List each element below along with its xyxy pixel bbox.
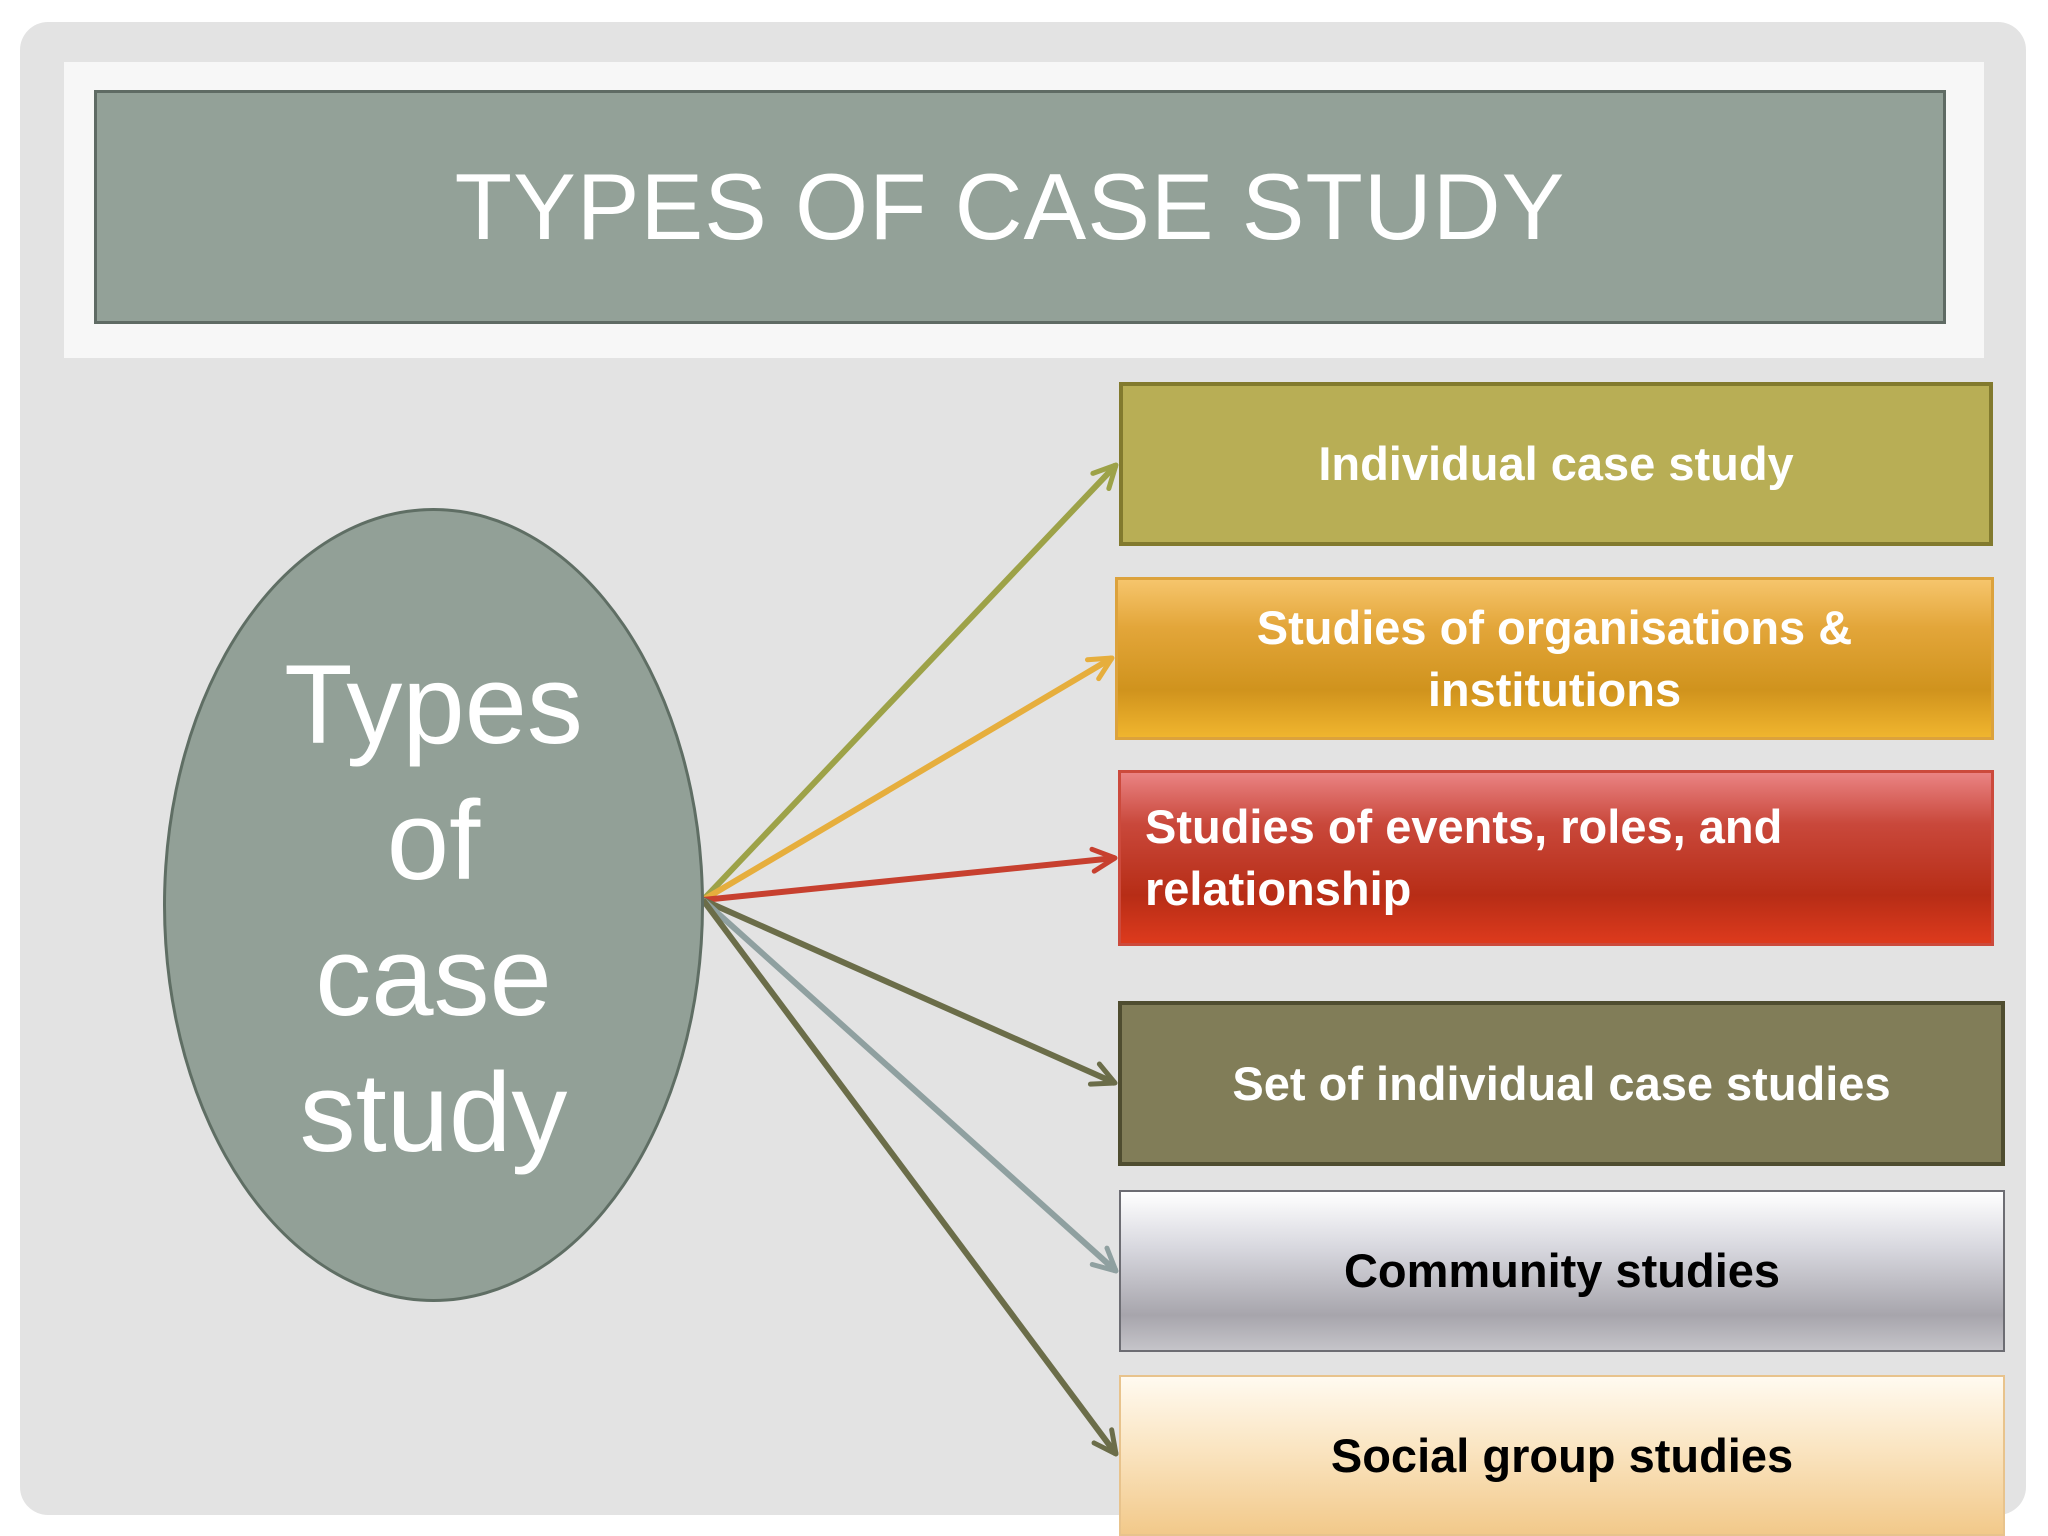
connector-arrow	[700, 462, 1119, 903]
title-box: TYPES OF CASE STUDY	[94, 90, 1946, 324]
connector-arrow	[700, 897, 1119, 1274]
box-label-line: Studies of events, roles, and	[1145, 800, 1783, 853]
connector-arrow	[701, 655, 1115, 903]
box-label: Social group studies	[1330, 1428, 1794, 1482]
connector-arrow	[702, 846, 1118, 903]
box-label: Set of individual case studies	[1232, 1056, 1891, 1110]
connector-arrow	[700, 898, 1119, 1457]
box-social-group-studies: Social group studies	[1119, 1375, 2005, 1536]
box-community-studies: Community studies	[1119, 1190, 2005, 1352]
box-organisations-institutions: Studies of organisations & institutions	[1115, 577, 1994, 740]
box-label: Individual case study	[1318, 437, 1794, 490]
box-label-line: institutions	[1427, 662, 1682, 716]
slide-title: TYPES OF CASE STUDY	[454, 154, 1566, 259]
box-events-roles-relationship: Studies of events, roles, and relationsh…	[1118, 770, 1994, 946]
center-node-line: study	[299, 1050, 568, 1175]
center-node-oval: Types of case study	[163, 508, 704, 1302]
center-node-line: case	[315, 914, 552, 1039]
connector-arrow	[701, 897, 1118, 1087]
box-individual-case-study: Individual case study	[1119, 382, 1993, 546]
center-node-line: Types	[284, 642, 583, 767]
center-node-label: Types of case study	[234, 637, 634, 1181]
box-label: Community studies	[1343, 1244, 1781, 1297]
box-set-of-individual-case-studies: Set of individual case studies	[1118, 1001, 2005, 1166]
box-label-line: Studies of organisations &	[1256, 600, 1853, 654]
center-node-line: of	[386, 778, 481, 903]
box-label-line: relationship	[1145, 862, 1412, 915]
